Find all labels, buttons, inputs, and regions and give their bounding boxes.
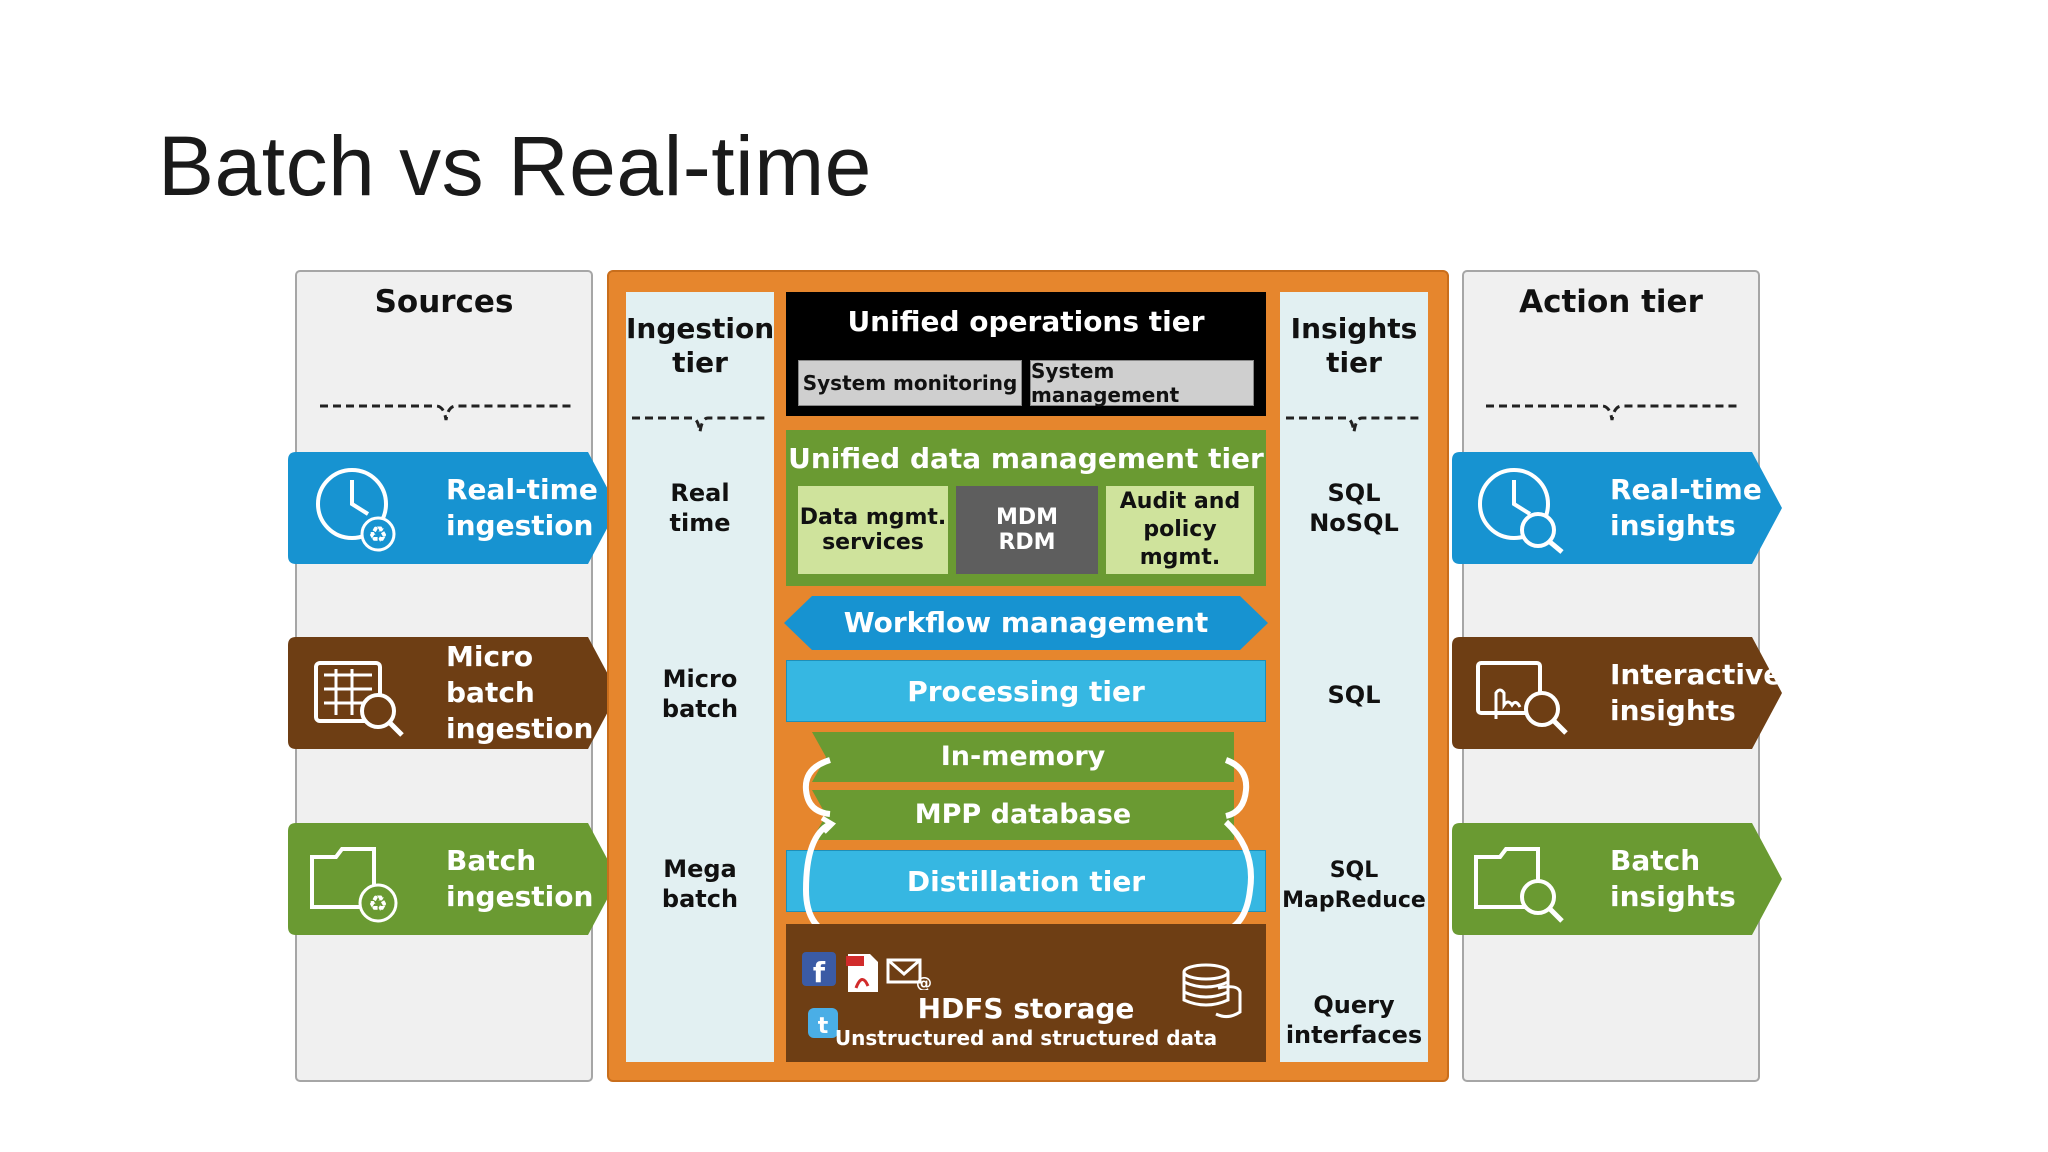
svg-text:♻: ♻: [368, 892, 388, 917]
processing-tier: [786, 660, 1266, 722]
ingestion-heading: Ingestion tier: [626, 312, 775, 379]
insights-heading: Insights tier: [1290, 312, 1418, 379]
data-mgmt-services: Data mgmt. services: [798, 486, 948, 574]
source-realtime-label: Real-time ingestion: [446, 473, 598, 542]
sources-brace: [320, 404, 572, 421]
svg-text:@: @: [916, 973, 932, 990]
email-icon: @: [886, 958, 932, 990]
mpp-database-bar: [812, 790, 1234, 840]
insights-column: [1280, 292, 1428, 1062]
pdf-icon: [846, 954, 878, 992]
insights-sql-nosql: SQL NoSQL: [1309, 479, 1399, 537]
processing-label: Processing tier: [907, 675, 1145, 708]
data-management-heading: Unified data management tier: [788, 442, 1264, 475]
svg-text:♻: ♻: [368, 523, 388, 548]
action-batch: Batch insights: [1452, 823, 1782, 935]
system-monitoring: System monitoring: [798, 360, 1022, 406]
in-memory-bar: [812, 732, 1234, 782]
insights-sql: SQL: [1327, 681, 1381, 709]
cycle-arrows: [802, 757, 1254, 940]
insights-query-interfaces: Query interfaces: [1285, 991, 1423, 1049]
mpp-database-label: MPP database: [914, 799, 1132, 830]
svg-text:f: f: [813, 956, 826, 989]
touch-search-icon: [1476, 661, 1568, 735]
distillation-label: Distillation tier: [906, 865, 1146, 898]
clock-recycle-icon: ♻: [316, 468, 396, 552]
action-brace: [1486, 404, 1738, 421]
ingestion-brace: [632, 416, 768, 433]
clock-search-icon: [1478, 468, 1564, 554]
calendar-search-icon: [314, 661, 404, 737]
slide-title: Batch vs Real-time: [158, 119, 872, 213]
svg-text:t: t: [818, 1014, 829, 1039]
facebook-icon: f: [802, 952, 836, 989]
twitter-icon: t: [808, 1008, 838, 1039]
workflow-arrow: [784, 596, 1268, 650]
action-interactive-label: Interactive insights: [1610, 658, 1783, 727]
action-heading: Action tier: [1519, 284, 1703, 320]
ingestion-realtime: Real time: [669, 479, 731, 537]
source-microbatch-label: Micro batch ingestion: [446, 640, 594, 745]
audit-policy-mgmt: Audit and policy mgmt.: [1106, 486, 1254, 574]
in-memory-label: In-memory: [940, 741, 1106, 772]
folder-recycle-icon: ♻: [310, 847, 398, 923]
hdfs-title: HDFS storage: [917, 992, 1135, 1025]
action-batch-label: Batch insights: [1610, 844, 1736, 913]
workflow-label: Workflow management: [843, 606, 1209, 639]
source-microbatch: Micro batch ingestion: [288, 637, 618, 749]
system-management: System management: [1030, 359, 1254, 407]
operations-heading: Unified operations tier: [847, 305, 1205, 338]
hdfs-subtitle: Unstructured and structured data: [834, 1026, 1218, 1050]
ingestion-microbatch: Micro batch: [661, 665, 739, 723]
action-interactive: Interactive insights: [1452, 637, 1782, 749]
source-batch: ♻ Batch ingestion: [288, 823, 618, 935]
database-icon: [1182, 963, 1242, 1019]
insights-brace: [1286, 416, 1422, 433]
sources-heading: Sources: [374, 284, 514, 320]
insights-sql-mapreduce: SQL MapReduce: [1282, 858, 1426, 913]
action-realtime-label: Real-time insights: [1610, 473, 1762, 542]
source-batch-label: Batch ingestion: [446, 844, 594, 913]
action-realtime: Real-time insights: [1452, 452, 1782, 564]
ingestion-column: [626, 292, 774, 1062]
source-realtime: ♻ Real-time ingestion: [288, 452, 618, 564]
distillation-tier: [786, 850, 1266, 912]
ingestion-megabatch: Mega batch: [661, 855, 739, 913]
mdm-rdm: MDM RDM: [956, 486, 1098, 574]
folder-search-icon: [1474, 847, 1564, 923]
